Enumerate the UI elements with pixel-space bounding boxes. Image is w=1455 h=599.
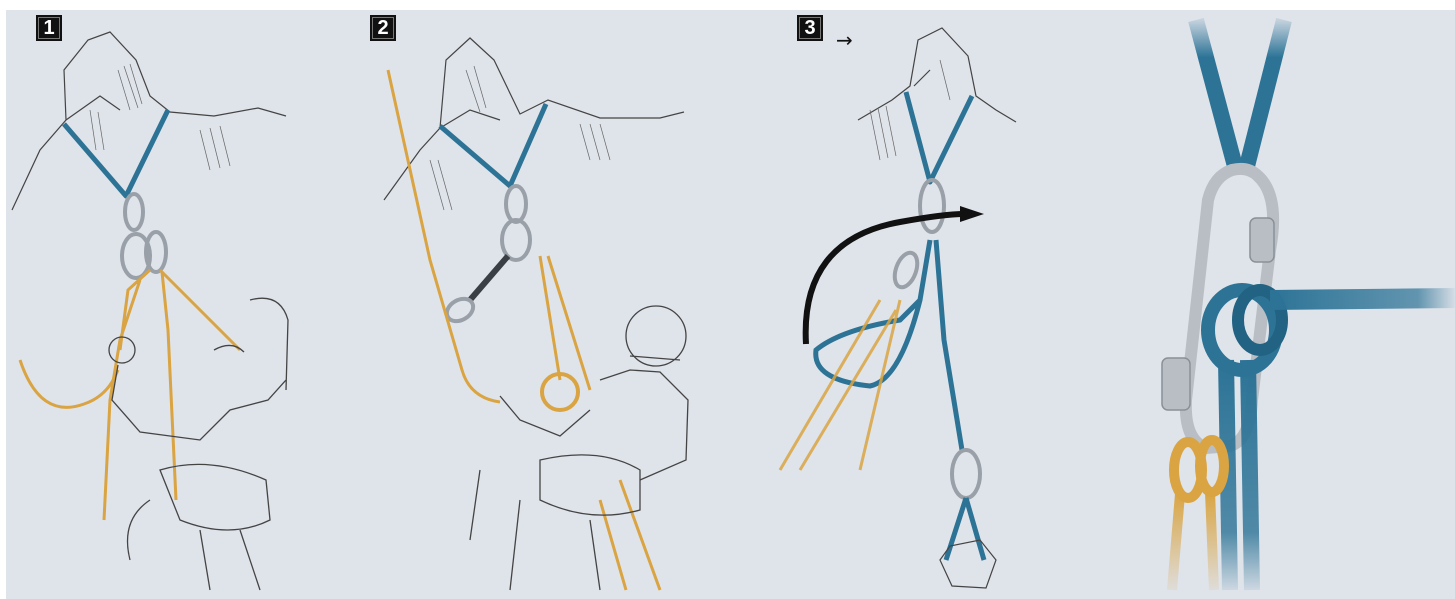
step-3-scene [780,28,1016,588]
climber-icon [470,306,688,590]
carabiner-icon [125,194,143,230]
sling [64,110,168,196]
rope [104,270,240,520]
knot-closeup [1162,20,1455,590]
rock-icon [384,38,684,200]
step-2-scene [384,38,688,590]
rock-icon [858,28,1016,122]
carabiner-icon [506,186,526,222]
carabiner-icon [920,180,944,232]
rock-icon [12,32,286,210]
climber-icon [109,298,288,590]
sling [906,92,972,182]
step-1-scene [12,32,288,590]
sling [440,104,546,186]
